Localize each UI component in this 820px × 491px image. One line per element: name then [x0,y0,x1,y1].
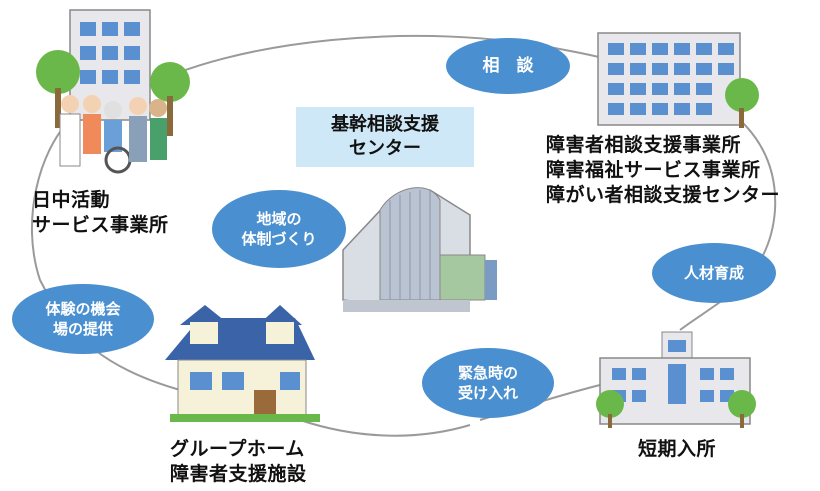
center-label-line1: 基幹相談支援 [331,114,439,135]
offices-illustration [597,32,759,128]
day-activity-label: 日中活動 サービス事業所 [32,188,169,238]
short-stay-illustration [596,331,756,428]
bubble-experience-line2: 場の提供 [52,320,113,338]
bubble-emergency-line1: 緊急時の [457,364,518,382]
center-building-illustration [342,187,497,312]
bubble-consultation: 相 談 [446,38,570,94]
bubble-hr: 人材育成 [652,243,776,303]
bubble-community: 地域の 体制づくり [212,190,346,268]
core-consultation-center-label: 基幹相談支援 センター [296,107,474,167]
offices-line3: 障がい者相談支援センター [546,184,781,206]
offices-label: 障害者相談支援事業所 障害福祉サービス事業所 障がい者相談支援センター [546,133,780,208]
bubble-emergency-line2: 受け入れ [457,384,518,402]
short-stay-label: 短期入所 [638,437,716,462]
group-home-line1: グループホーム [170,438,305,460]
bubble-consultation-text: 相 談 [482,56,534,76]
center-label-line2: センター [349,138,421,159]
day-activity-illustration [36,9,190,174]
bubble-emergency: 緊急時の 受け入れ [422,348,554,418]
offices-line1: 障害者相談支援事業所 [546,134,742,156]
bubble-community-line1: 地域の [256,210,302,228]
bubble-experience-line1: 体験の機会 [45,300,121,318]
group-home-illustration [165,305,320,422]
bubble-experience: 体験の機会 場の提供 [12,284,154,354]
offices-line2: 障害福祉サービス事業所 [546,159,761,181]
short-stay-line1: 短期入所 [638,438,717,460]
day-activity-line2: サービス事業所 [32,214,169,236]
group-home-line2: 障害者支援施設 [170,463,307,485]
bubble-community-line2: 体制づくり [241,230,317,248]
day-activity-line1: 日中活動 [32,189,111,211]
group-home-label: グループホーム 障害者支援施設 [170,437,307,487]
bubble-hr-text: 人材育成 [683,264,744,282]
